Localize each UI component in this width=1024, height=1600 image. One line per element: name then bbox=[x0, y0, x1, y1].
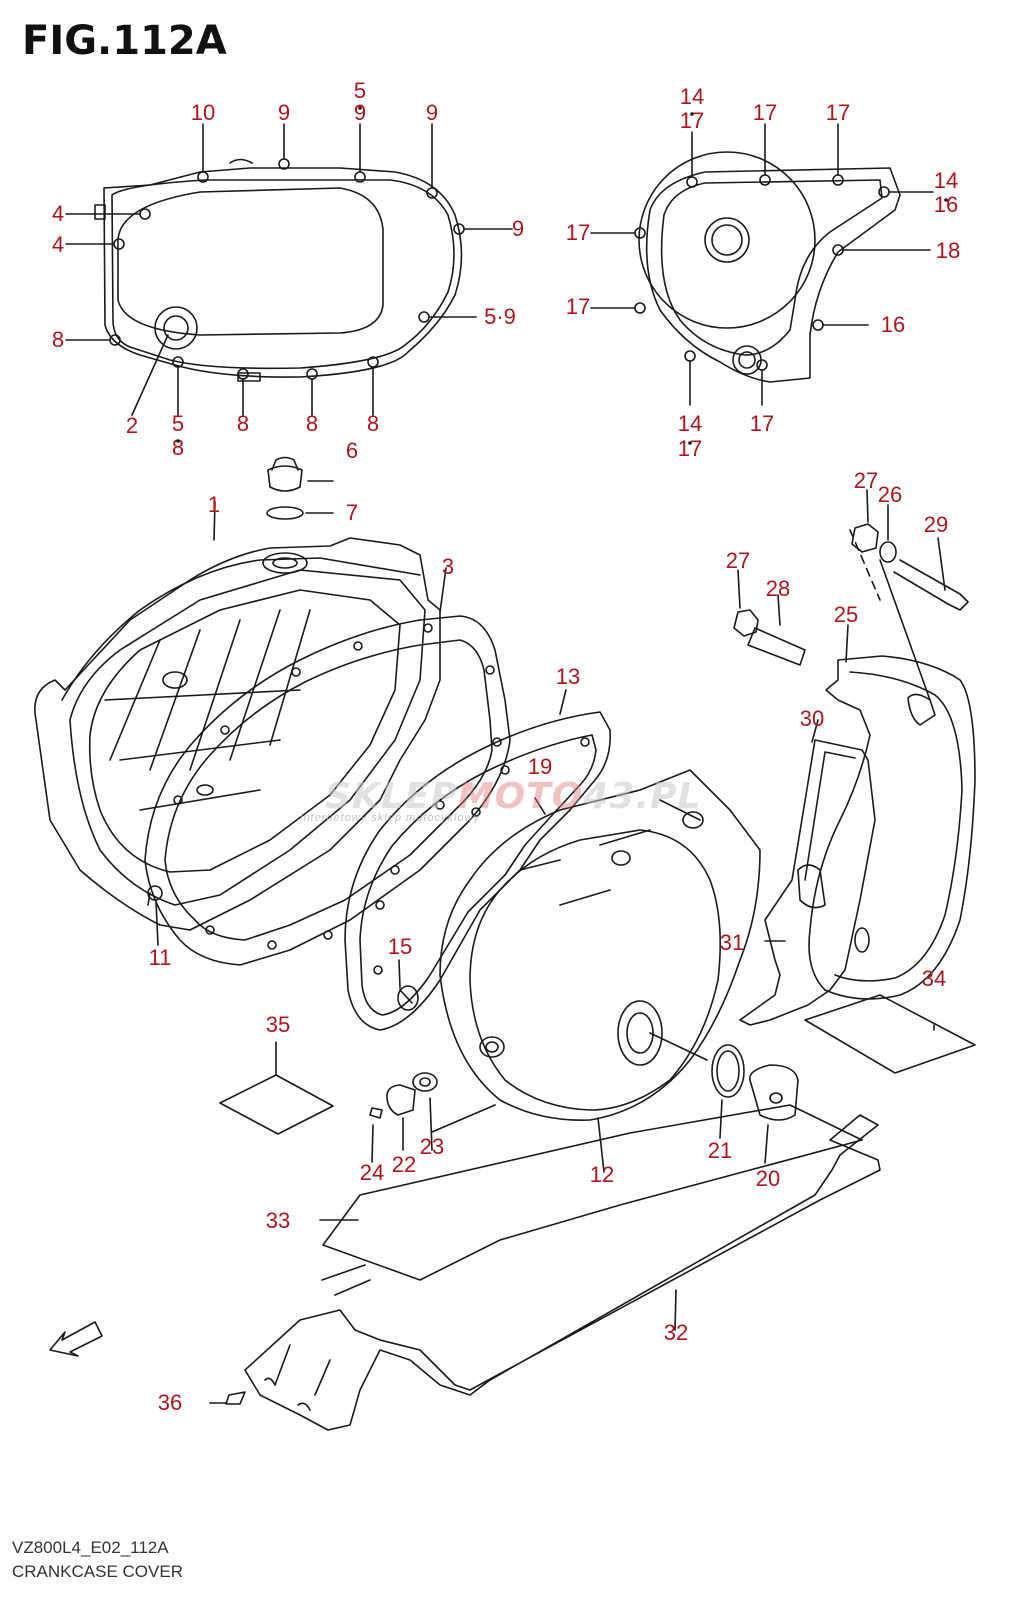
clutch-cover-gasket bbox=[144, 567, 511, 966]
callout-label-14: 14 bbox=[680, 84, 704, 109]
callout-separator-dot bbox=[688, 441, 692, 445]
callout-label-25: 25 bbox=[834, 602, 858, 627]
callout-label-36: 36 bbox=[158, 1390, 182, 1415]
bolts-and-collars bbox=[733, 489, 969, 666]
callout-label-1: 1 bbox=[208, 492, 220, 517]
watermark-part-1: SKLEP bbox=[325, 776, 458, 817]
generator-cover-side-view bbox=[590, 123, 934, 406]
callout-label-11: 11 bbox=[149, 945, 172, 970]
callout-label-16: 16 bbox=[881, 312, 905, 337]
callout-label-7: 7 bbox=[346, 500, 358, 525]
callout-label-5-9: 5·9 bbox=[484, 304, 516, 329]
callout-label-22: 22 bbox=[392, 1152, 416, 1177]
callout-label-9: 9 bbox=[426, 100, 438, 125]
callout-label-17: 17 bbox=[678, 436, 702, 461]
callout-label-5: 5 bbox=[354, 78, 366, 103]
callout-label-33: 33 bbox=[266, 1208, 290, 1233]
callout-label-18: 18 bbox=[936, 238, 960, 263]
callout-label-30: 30 bbox=[800, 706, 824, 731]
sprocket-cover-bracket bbox=[739, 719, 876, 1026]
callout-label-29: 29 bbox=[924, 512, 948, 537]
callout-label-3: 3 bbox=[442, 554, 454, 579]
generator-cover-gasket bbox=[344, 689, 612, 1031]
callout-label-17: 17 bbox=[566, 220, 590, 245]
callout-label-24: 24 bbox=[360, 1160, 384, 1185]
callout-label-14: 14 bbox=[678, 411, 702, 436]
callout-label-8: 8 bbox=[172, 435, 184, 460]
callout-label-34: 34 bbox=[922, 966, 946, 991]
figure-title: FIG.112A bbox=[22, 18, 227, 64]
callout-label-17: 17 bbox=[566, 294, 590, 319]
generator-cover-exploded bbox=[439, 769, 761, 1173]
callout-label-9: 9 bbox=[278, 100, 290, 125]
callout-label-9: 9 bbox=[354, 100, 366, 125]
skid-bracket-32 bbox=[209, 1114, 881, 1431]
callout-separator-dot bbox=[358, 106, 362, 110]
small-fittings bbox=[369, 1044, 799, 1164]
clutch-cover-exploded bbox=[34, 501, 441, 946]
guard-plate-35 bbox=[219, 1041, 334, 1135]
callout-label-14: 14 bbox=[934, 168, 958, 193]
callout-label-15: 15 bbox=[388, 934, 412, 959]
guard-plate-34 bbox=[804, 994, 976, 1074]
callout-label-5: 5 bbox=[172, 411, 184, 436]
callout-label-27: 27 bbox=[726, 548, 750, 573]
diagram-code: VZ800L4_E02_112A bbox=[12, 1538, 169, 1557]
callout-label-17: 17 bbox=[753, 100, 777, 125]
diagram-caption: CRANKCASE COVER bbox=[12, 1562, 183, 1581]
watermark: SKLEPMOTO43.PL bbox=[325, 776, 701, 817]
watermark-part-2: MOTO bbox=[457, 776, 584, 817]
callout-label-4: 4 bbox=[52, 232, 64, 257]
clutch-cover-side-view bbox=[65, 123, 513, 416]
callout-label-16: 16 bbox=[934, 192, 958, 217]
watermark-part-3: 43.PL bbox=[583, 776, 702, 817]
callout-label-8: 8 bbox=[367, 411, 379, 436]
callout-label-27: 27 bbox=[854, 468, 878, 493]
callout-label-8: 8 bbox=[237, 411, 249, 436]
callout-label-8: 8 bbox=[306, 411, 318, 436]
oil-filler-cap bbox=[266, 456, 334, 520]
callout-separator-dot bbox=[944, 198, 948, 202]
callout-label-8: 8 bbox=[52, 327, 64, 352]
callout-label-17: 17 bbox=[826, 100, 850, 125]
callout-label-17: 17 bbox=[750, 411, 774, 436]
callout-label-28: 28 bbox=[766, 576, 790, 601]
guard-plate-33 bbox=[319, 1104, 863, 1281]
callout-label-19: 19 bbox=[528, 754, 552, 779]
callout-separator-dot bbox=[176, 439, 180, 443]
callout-label-26: 26 bbox=[878, 482, 902, 507]
callout-label-2: 2 bbox=[126, 413, 138, 438]
callout-label-4: 4 bbox=[52, 201, 64, 226]
callout-label-17: 17 bbox=[680, 108, 704, 133]
callout-label-21: 21 bbox=[708, 1138, 732, 1163]
callout-label-12: 12 bbox=[590, 1162, 614, 1187]
callout-label-9: 9 bbox=[512, 216, 524, 241]
callout-label-31: 31 bbox=[720, 930, 744, 955]
callout-label-35: 35 bbox=[266, 1012, 290, 1037]
callout-separator-dot bbox=[690, 112, 694, 116]
callout-label-32: 32 bbox=[664, 1320, 688, 1345]
callout-label-6: 6 bbox=[346, 438, 358, 463]
watermark-subtitle: internetowy sklep motocyklowy bbox=[300, 812, 481, 824]
callout-label-20: 20 bbox=[756, 1166, 780, 1191]
callout-label-10: 10 bbox=[191, 100, 215, 125]
callout-label-23: 23 bbox=[420, 1134, 444, 1159]
callout-label-13: 13 bbox=[556, 664, 580, 689]
sprocket-cover bbox=[797, 529, 976, 1000]
fwd-arrow bbox=[49, 1321, 103, 1357]
